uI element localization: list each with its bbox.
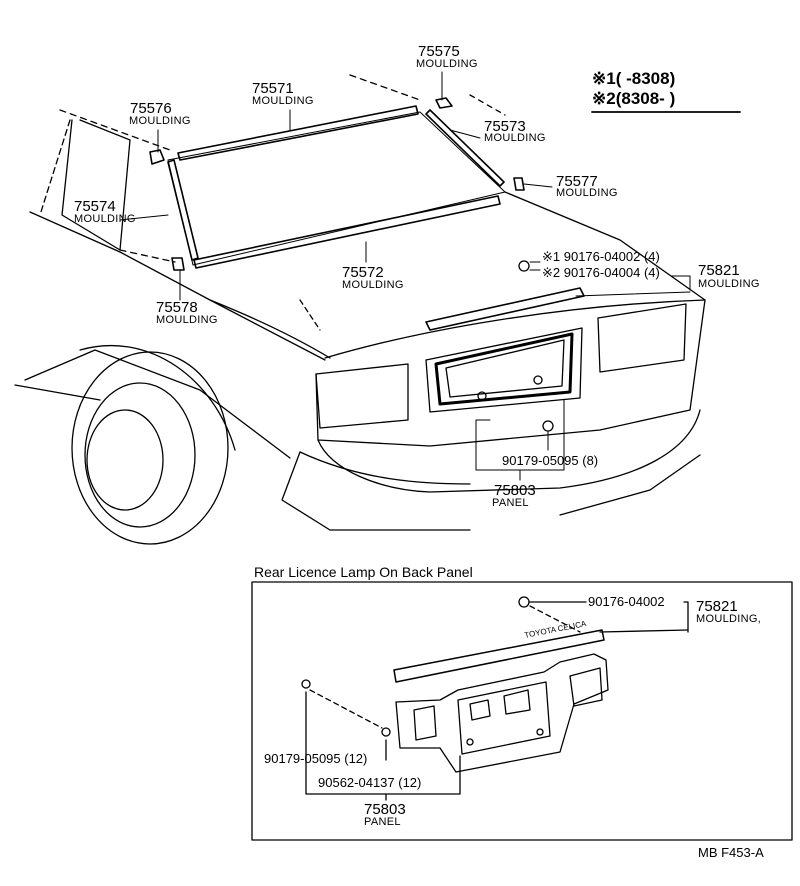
part-name-75576: MOULDING bbox=[129, 115, 191, 127]
part-number-75571: 75571 bbox=[252, 80, 294, 97]
fastener-90176-04002: ※1 90176-04002 (4) bbox=[542, 249, 660, 264]
inset-frame bbox=[251, 581, 793, 841]
part-name-75574: MOULDING bbox=[74, 213, 136, 225]
note-1: ※1( -8308) bbox=[592, 69, 676, 88]
note-2: ※2(8308- ) bbox=[592, 89, 676, 108]
inset-title: Rear Licence Lamp On Back Panel bbox=[254, 564, 473, 580]
part-name-75578: MOULDING bbox=[156, 314, 218, 326]
inset-clip-label: 90176-04002 bbox=[588, 594, 665, 609]
part-name-75577: MOULDING bbox=[556, 187, 618, 199]
part-number-75573: 75573 bbox=[484, 118, 526, 135]
part-number-75572: 75572 bbox=[342, 264, 384, 281]
part-number-75578: 75578 bbox=[156, 299, 198, 316]
reference-code: MB F453-A bbox=[698, 845, 764, 860]
part-number-75575: 75575 bbox=[418, 43, 460, 60]
part-number-75821: 75821 bbox=[698, 262, 740, 279]
inset-back-panel bbox=[301, 596, 689, 801]
part-name-75803: PANEL bbox=[492, 497, 529, 509]
car-body-outline bbox=[14, 74, 706, 545]
inset-panel-number: 75803 bbox=[364, 801, 406, 818]
window-mouldings bbox=[149, 97, 525, 271]
leader-lines bbox=[119, 71, 691, 481]
inset-bolt-1: 90179-05095 (12) bbox=[264, 751, 368, 766]
part-number-75577: 75577 bbox=[556, 173, 598, 190]
part-name-75571: MOULDING bbox=[252, 95, 314, 107]
fastener-90179-05095: 90179-05095 (8) bbox=[502, 453, 599, 468]
inset-moulding-number: 75821 bbox=[696, 598, 738, 615]
inset-panel-name: PANEL bbox=[364, 816, 401, 828]
part-name-75821: MOULDING bbox=[698, 278, 760, 290]
part-number-75803: 75803 bbox=[494, 482, 536, 499]
part-name-75573: MOULDING bbox=[484, 132, 546, 144]
part-number-75576: 75576 bbox=[130, 100, 172, 117]
inset-moulding-name: MOULDING, bbox=[696, 613, 762, 625]
inset-bolt-2: 90562-04137 (12) bbox=[318, 775, 422, 790]
part-name-75575: MOULDING bbox=[416, 58, 478, 70]
part-name-75572: MOULDING bbox=[342, 279, 404, 291]
fastener-90176-04004: ※2 90176-04004 (4) bbox=[542, 265, 660, 280]
part-number-75574: 75574 bbox=[74, 198, 116, 215]
